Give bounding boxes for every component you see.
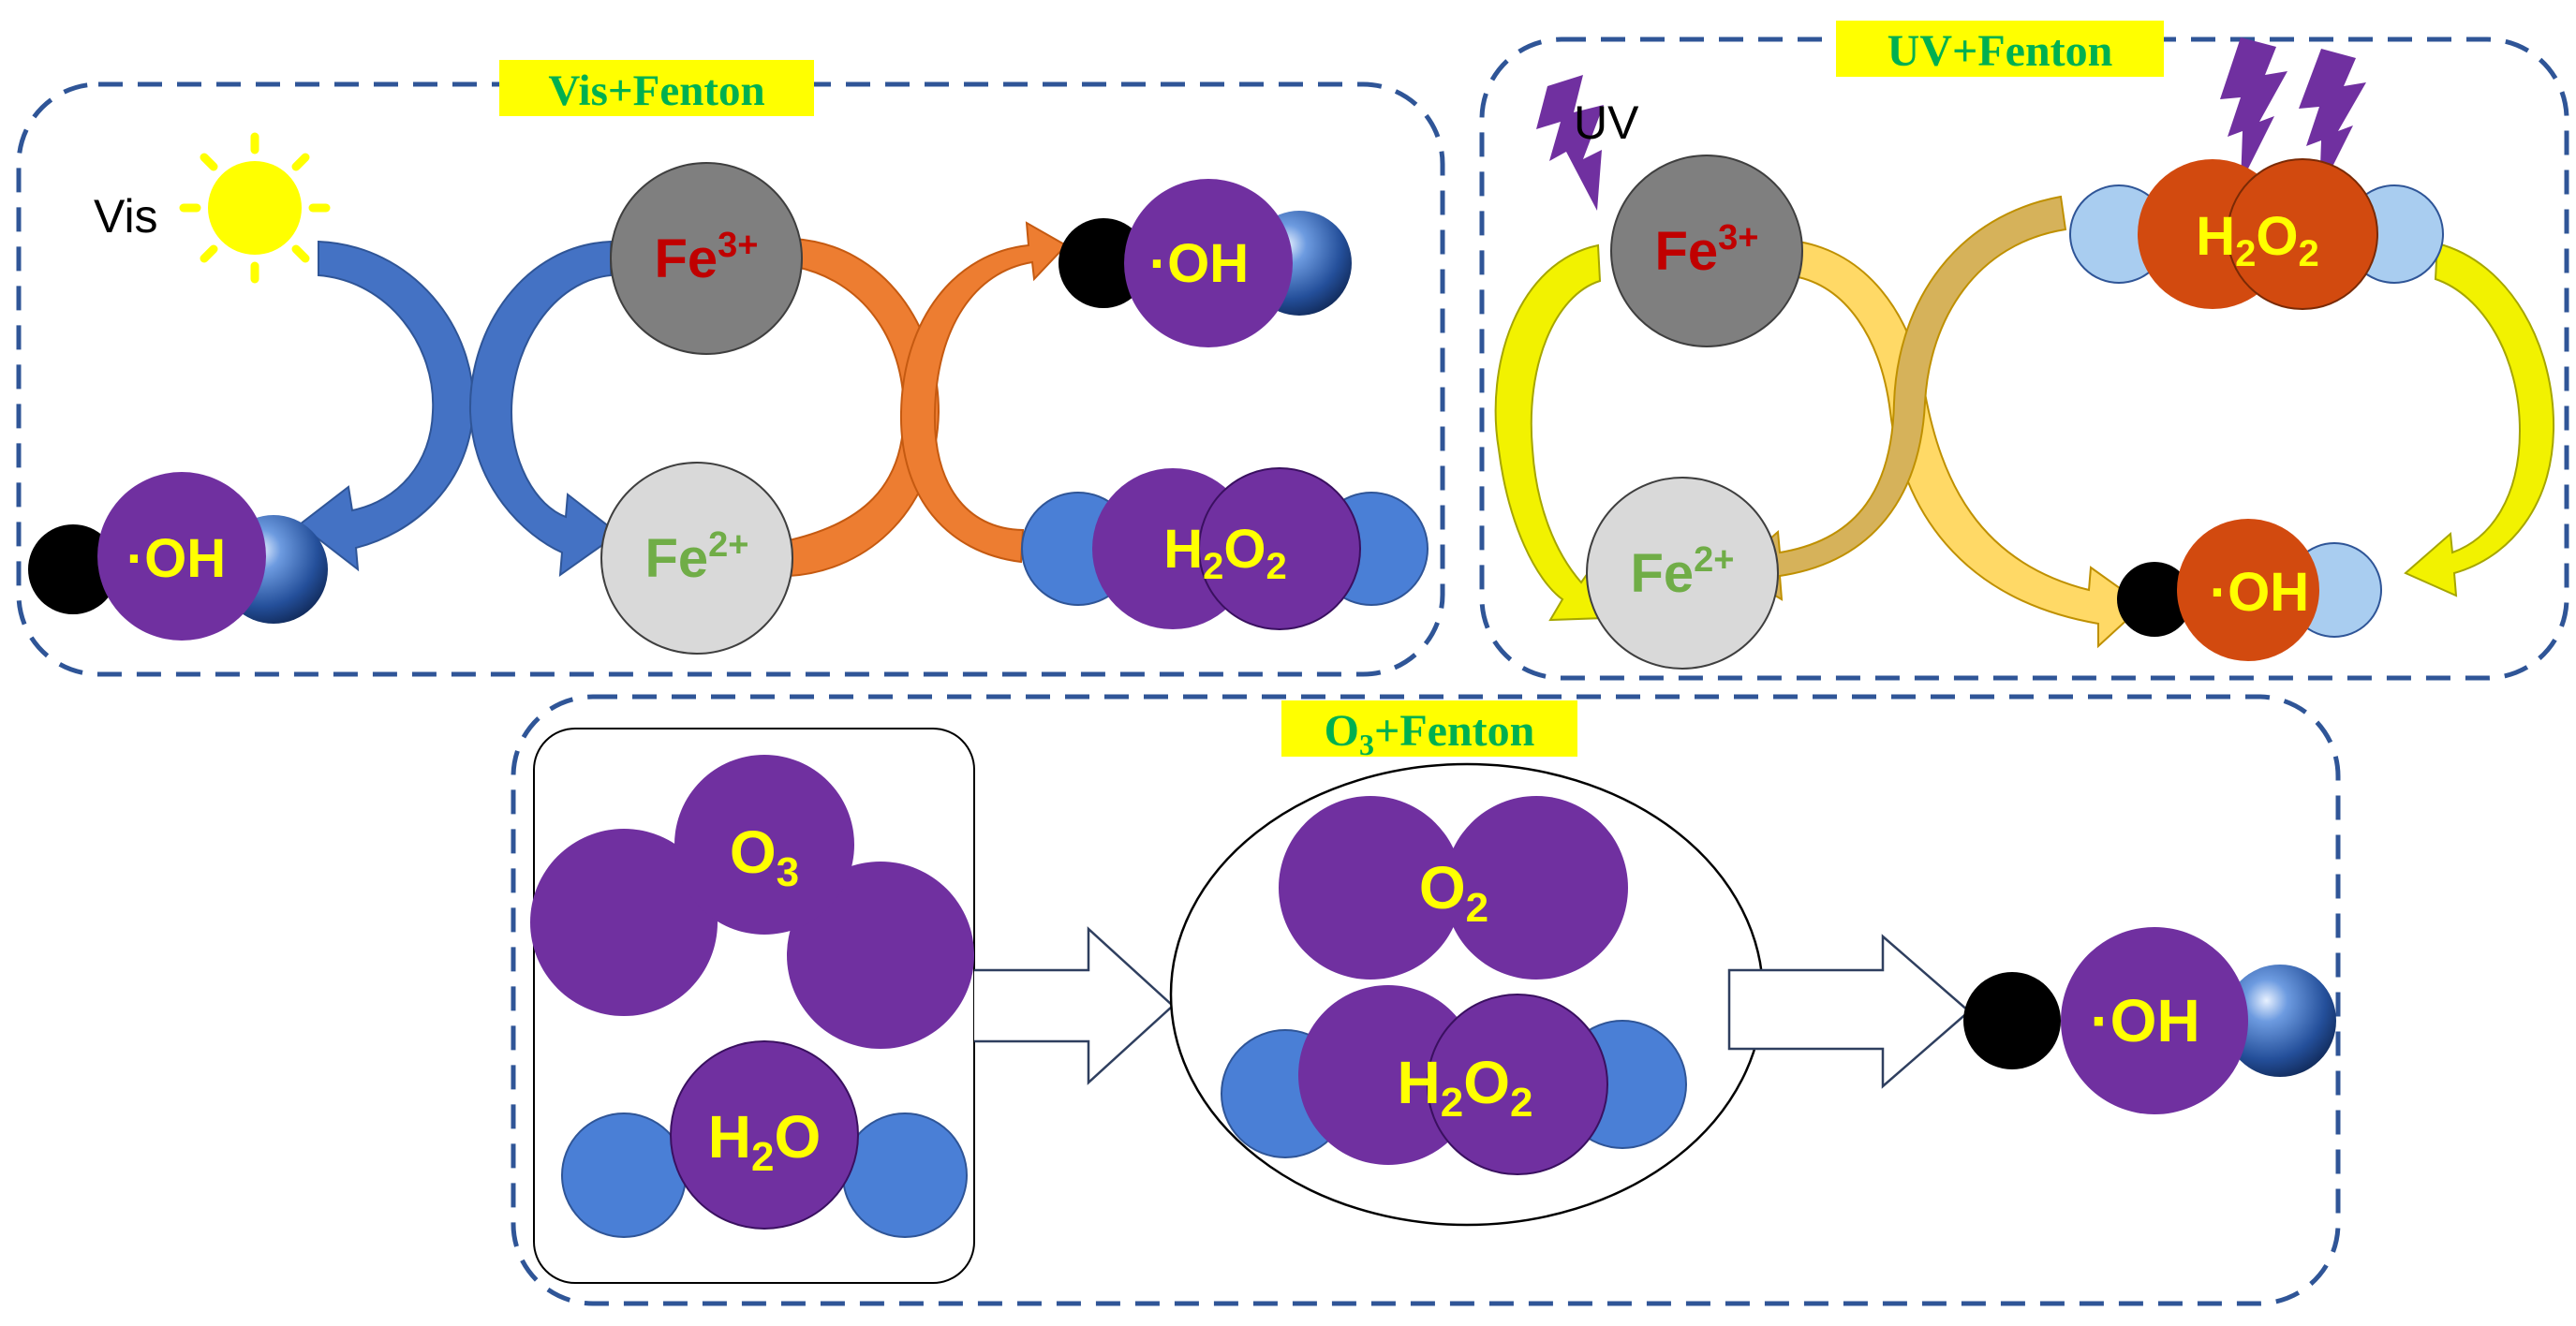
o3-oh-molecule: ·OH [1963,927,2336,1114]
vis-title-highlight [499,60,814,116]
vis-fe2-charge: 2+ [708,525,748,565]
o3-title-o: O [1325,706,1359,756]
vis-fenton-panel: Vis+Fenton Vis Fe3+ [16,60,1445,677]
blue-arrow-fe3-to-fe2 [468,240,620,578]
uv-oh-molecule: ·OH [2117,519,2382,661]
gold-arrow-h2o2-to-fe2 [1731,195,2067,601]
svg-text:H2O2: H2O2 [1163,519,1287,587]
o3-h2o2-h: H [1398,1049,1441,1116]
uv-h2o2-sub1: 2 [2235,233,2256,274]
vis-h2o2-h: H [1163,519,1203,580]
yellow-arrow-fe3-to-fe2 [1494,243,1606,622]
orange-arrow-h2o2-to-oh [899,221,1068,564]
uv-fe2-circle: Fe2+ [1586,477,1779,670]
o2-label-o: O [1419,854,1466,921]
vis-panel-title: Vis+Fenton [548,66,764,115]
vis-fe3-base: Fe [654,228,718,289]
o3-h2o2-sub2: 2 [1510,1080,1532,1126]
svg-text:H2O2: H2O2 [1398,1049,1533,1126]
o3-fenton-panel: O3+Fenton O3 H2O O2 [511,694,2341,1306]
vis-h2o2-molecule: H2O2 [1021,467,1429,630]
blue-arrow-sun-to-oh [298,240,475,572]
svg-text:Fe3+: Fe3+ [654,226,758,289]
uv-light-label: UV [1574,96,1639,149]
vis-oh-left-molecule: ·OH [28,472,328,641]
o3-title-rest: +Fenton [1374,706,1534,756]
uv-h2o2-h: H [2196,206,2235,267]
uv-fe3-base: Fe [1654,221,1718,282]
vis-oh-top-molecule: ·OH [1059,179,1352,347]
h2o-label-h: H [708,1103,751,1171]
svg-text:O3+Fenton: O3+Fenton [1325,706,1535,761]
uv-title-highlight [1836,21,2164,77]
uv-fe2-base: Fe [1630,543,1694,604]
svg-text:Fe2+: Fe2+ [644,525,748,589]
vis-fe2-base: Fe [644,528,708,589]
o3-title-highlight [1281,700,1577,757]
o2-label-sub: 2 [1466,885,1488,931]
o3-h2o2-sub1: 2 [1441,1080,1463,1126]
o3-label-sub: 3 [777,849,799,895]
vis-fe2-circle: Fe2+ [600,462,793,655]
yellow-arrow-h2o2-to-oh [2404,242,2555,597]
vis-fe3-charge: 3+ [718,226,758,265]
h2o-molecule: H2O [561,1040,968,1238]
o3-title-sub: 3 [1359,728,1374,761]
h2o-label-sub: 2 [751,1134,774,1180]
vis-oh-left-label: ·OH [126,528,226,589]
vis-h2o2-o: O [1223,519,1266,580]
hollow-arrow-intermediates-to-oh [1727,934,1971,1089]
uv-h2o2-molecule: H2O2 [2069,158,2444,310]
uv-fe2-charge: 2+ [1694,540,1734,580]
svg-text:O3: O3 [730,818,799,895]
svg-text:O2: O2 [1419,854,1488,931]
lightning-icon [2299,49,2366,193]
uv-fenton-panel: UV+Fenton UV Fe3+ Fe2+ H2O2 [1479,21,2569,681]
vis-h2o2-sub1: 2 [1203,546,1223,587]
svg-text:Fe2+: Fe2+ [1630,540,1734,604]
svg-text:Fe3+: Fe3+ [1654,218,1758,282]
svg-text:H2O: H2O [708,1103,821,1180]
vis-fe3-circle: Fe3+ [610,162,803,355]
svg-text:H2O2: H2O2 [2196,206,2319,274]
sun-icon [179,132,331,284]
gold-arrow-fe3-to-oh [1792,240,2145,649]
o3-h2o2-o: O [1463,1049,1510,1116]
uv-h2o2-sub2: 2 [2299,233,2319,274]
uv-fe3-circle: Fe3+ [1610,155,1803,347]
lightning-icon [2220,37,2287,184]
o3-panel-border [511,694,2341,1306]
hollow-arrow-reactants-to-intermediates [974,926,1175,1085]
o3-label-o: O [730,818,777,886]
lightning-icon [1536,75,1604,211]
o3-molecule: O3 [530,755,974,1049]
h2o-label-o: O [774,1103,821,1171]
uv-h2o2-o: O [2256,206,2298,267]
uv-fe3-charge: 3+ [1718,218,1758,258]
o3-h2o2-molecule: H2O2 [1221,985,1687,1175]
o3-oh-label: ·OH [2090,987,2199,1054]
vis-light-label: Vis [94,190,158,243]
uv-oh-label: ·OH [2210,562,2309,623]
vis-h2o2-sub2: 2 [1266,546,1287,587]
vis-oh-top-label: ·OH [1149,233,1249,294]
orange-arrow-fe2-to-fe3 [783,237,940,578]
uv-panel-title: UV+Fenton [1888,26,2113,76]
o2-molecule: O2 [1279,796,1628,980]
